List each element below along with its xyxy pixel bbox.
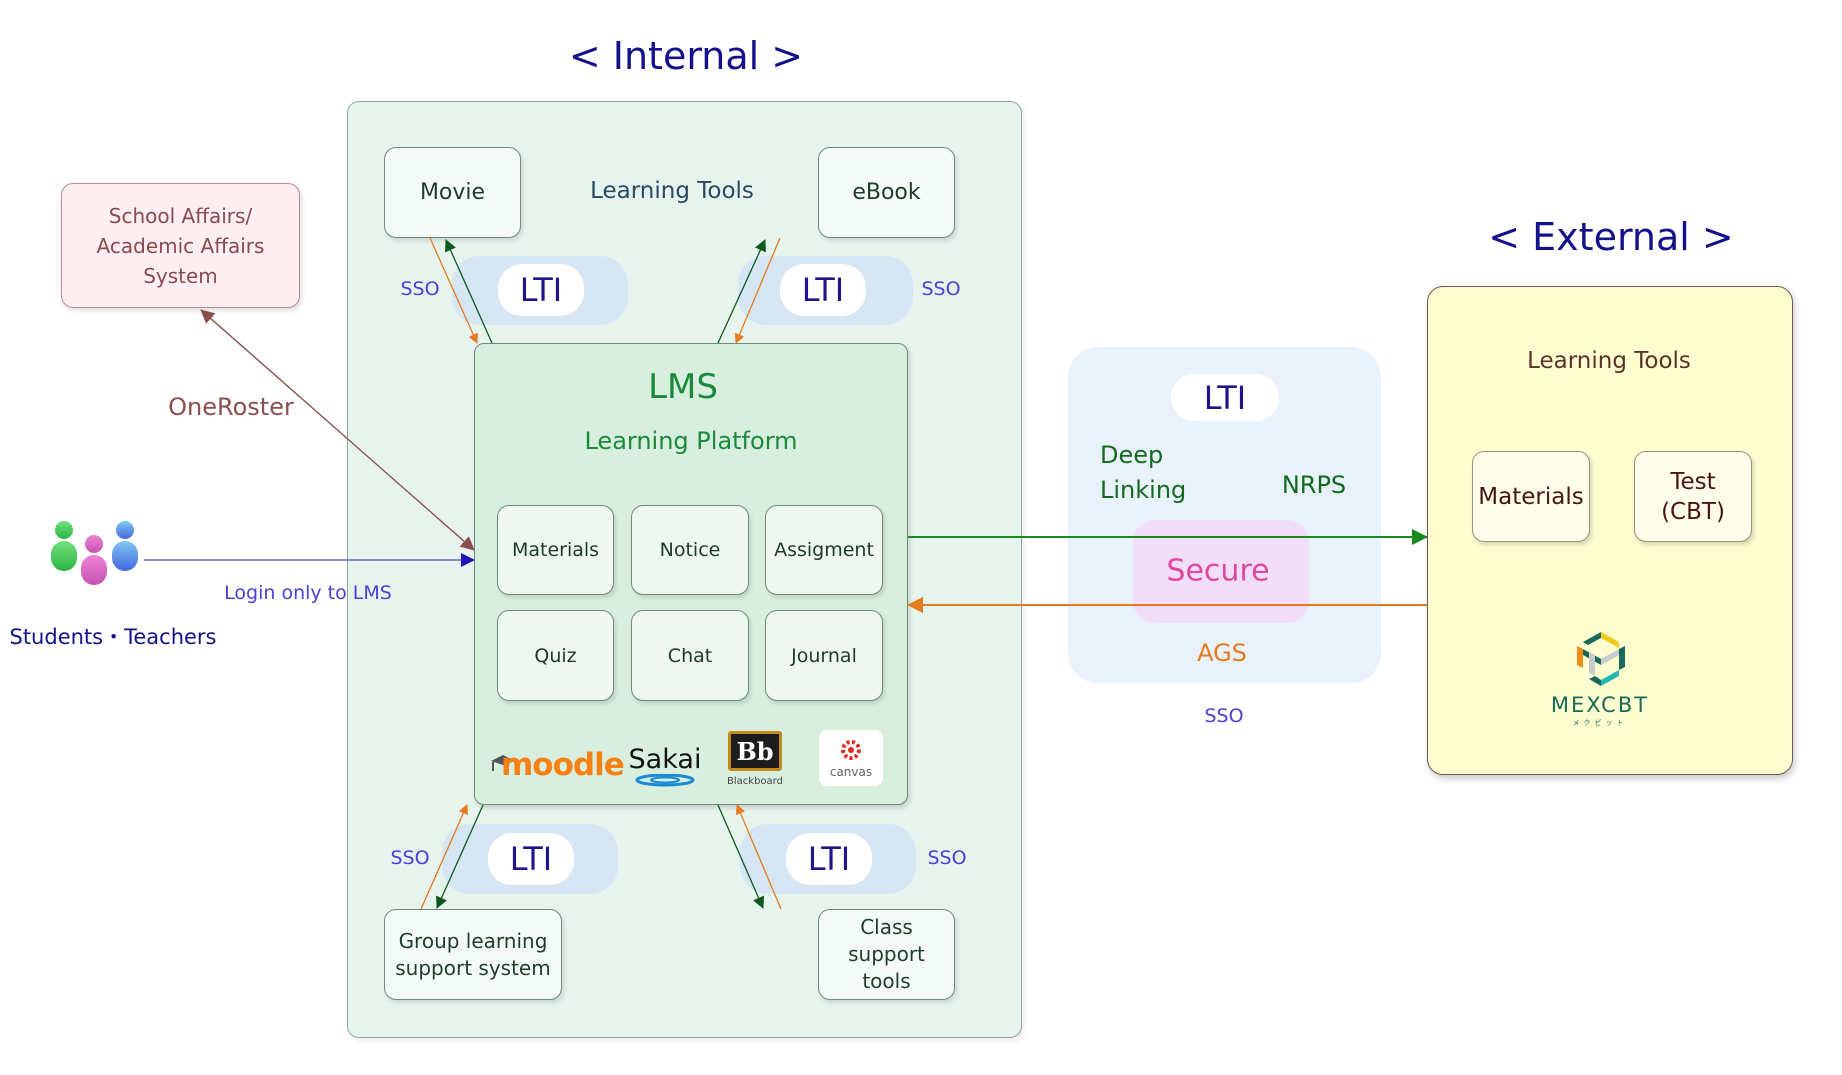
- lms-title: LMS: [648, 367, 718, 407]
- lms-feature-journal[interactable]: Journal: [765, 610, 883, 701]
- mexcbt-cube-icon: [1574, 630, 1628, 686]
- nrps-label: NRPS: [1281, 471, 1347, 499]
- blackboard-mark: Bb: [728, 731, 782, 771]
- lms-feature-quiz[interactable]: Quiz: [497, 610, 614, 701]
- users-label: Students・Teachers: [9, 625, 217, 649]
- lms-feature-materials[interactable]: Materials: [497, 505, 614, 595]
- moodle-logo: moodle: [489, 745, 625, 785]
- users-group-icon: [46, 520, 142, 596]
- sso-label-bottom-left: SSO: [390, 847, 430, 869]
- oneroster-arrow-to-lms: [200, 309, 475, 551]
- lms-subtitle: Learning Platform: [584, 427, 798, 455]
- lti-arrow-lms-to-group: [436, 804, 484, 909]
- lti-badge-top-left: LTI: [498, 264, 584, 316]
- lti-arrow-lms-to-ebook: [717, 239, 766, 344]
- lti-arrow-lms-to-class: [717, 804, 765, 909]
- movie-tool[interactable]: Movie: [384, 147, 521, 238]
- sso-arrow-group-to-lms: [420, 804, 468, 910]
- mexcbt-kana: メクビット: [1572, 719, 1628, 727]
- sso-label-bottom-right: SSO: [927, 847, 967, 869]
- external-materials-tool[interactable]: Materials: [1472, 451, 1590, 542]
- ags-label: AGS: [1197, 639, 1247, 667]
- sso-label-top-left: SSO: [400, 278, 440, 300]
- sakai-ripple-icon: [635, 774, 695, 787]
- blackboard-logo: Bb Blackboard: [725, 731, 785, 791]
- lti-badge-bottom-right: LTI: [786, 833, 872, 885]
- internal-title: < Internal >: [568, 34, 804, 78]
- lti-badge-bottom-left: LTI: [488, 833, 574, 885]
- lms-feature-chat[interactable]: Chat: [631, 610, 749, 701]
- lms-feature-notice[interactable]: Notice: [631, 505, 749, 595]
- external-materials-label: Materials: [1478, 483, 1584, 510]
- blackboard-wordmark: Blackboard: [727, 776, 783, 787]
- sso-arrow-class-to-lms: [735, 804, 782, 910]
- movie-label: Movie: [419, 180, 486, 205]
- external-title: < External >: [1488, 215, 1734, 259]
- secure-label: Secure: [1166, 553, 1270, 589]
- sakai-logo: Sakai: [628, 740, 702, 790]
- canvas-wordmark: canvas: [829, 765, 873, 779]
- external-test-tool[interactable]: Test(CBT): [1634, 451, 1752, 542]
- moodle-hat-icon: [491, 755, 515, 771]
- ebook-tool[interactable]: eBook: [818, 147, 955, 238]
- mexcbt-wordmark: MEXCBT: [1550, 693, 1650, 717]
- internal-learning-tools-label: Learning Tools: [590, 178, 754, 204]
- sso-arrow-movie-to-lms: [429, 237, 478, 344]
- login-label: Login only to LMS: [224, 582, 392, 604]
- canvas-ring-icon: [841, 740, 861, 760]
- lti-arrow-lms-to-movie: [445, 239, 493, 344]
- lms-feature-assignment[interactable]: Assigment: [765, 505, 883, 595]
- sso-label-top-right: SSO: [921, 278, 961, 300]
- external-learning-tools-label: Learning Tools: [1527, 348, 1691, 374]
- lti-badge-top-right: LTI: [780, 264, 866, 316]
- ebook-label: eBook: [852, 180, 921, 205]
- sakai-wordmark: Sakai: [628, 744, 702, 775]
- moodle-wordmark: moodle: [501, 747, 625, 783]
- canvas-logo: canvas: [819, 730, 883, 786]
- sso-label-center: SSO: [1204, 705, 1244, 727]
- sso-arrow-ebook-to-lms: [734, 237, 781, 344]
- lti-center-badge: LTI: [1171, 374, 1279, 421]
- oneroster-label: OneRoster: [168, 393, 294, 421]
- external-test-label: Test(CBT): [1661, 468, 1725, 525]
